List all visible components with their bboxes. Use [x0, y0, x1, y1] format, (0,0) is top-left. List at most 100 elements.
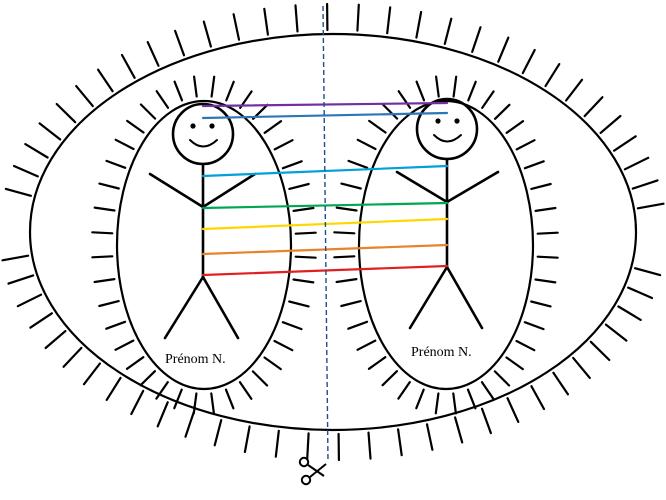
aura-ray	[467, 80, 477, 102]
aura-ray	[356, 339, 377, 351]
aura-ray	[156, 401, 169, 428]
aura-ray	[452, 75, 458, 98]
aura-ray	[583, 96, 604, 118]
aura-ray	[415, 10, 423, 39]
aura-ray	[82, 362, 102, 386]
aura-ray	[75, 84, 94, 108]
aura-ray	[139, 370, 156, 387]
aura-ray	[347, 159, 369, 169]
aura-ray	[381, 103, 399, 120]
aura-ray	[443, 17, 453, 46]
right-arm	[445, 170, 500, 204]
aura-ray	[530, 385, 546, 411]
aura-ray	[224, 388, 235, 410]
left-stick-figure	[148, 102, 257, 340]
aura-ray	[273, 339, 294, 352]
aura-ray	[114, 138, 135, 151]
aura-ray	[452, 392, 457, 415]
aura-ray	[91, 231, 114, 235]
aura-ray	[292, 278, 315, 284]
aura-ray	[263, 120, 283, 134]
cut-line	[322, 5, 329, 463]
aura-ray	[471, 26, 482, 54]
aura-ray	[536, 231, 559, 235]
cord-green	[201, 201, 449, 210]
aura-ray	[515, 339, 536, 352]
right-smile	[433, 134, 462, 143]
aura-ray	[130, 389, 145, 416]
aura-ray	[415, 80, 426, 102]
aura-ray	[174, 29, 186, 57]
aura-ray	[521, 48, 536, 75]
aura-ray	[481, 90, 495, 110]
aura-ray	[340, 300, 362, 308]
right-leg	[408, 265, 449, 330]
aura-ray	[627, 286, 654, 300]
aura-ray	[232, 13, 241, 41]
aura-ray	[16, 293, 43, 308]
aura-ray	[617, 305, 642, 321]
aura-ray	[288, 182, 310, 190]
right-stick-figure	[395, 97, 500, 330]
energy-cords	[201, 101, 449, 277]
aura-ray	[530, 300, 552, 308]
aura-ray	[340, 182, 362, 190]
aura-ray	[210, 392, 215, 415]
outer-aura-ellipse	[28, 32, 638, 432]
aura-ray	[114, 339, 135, 351]
aura-ray	[434, 392, 440, 415]
aura-ray	[536, 255, 559, 259]
aura-ray	[155, 90, 170, 109]
aura-ray	[589, 340, 611, 362]
aura-ray	[335, 206, 358, 212]
aura-ray	[294, 231, 317, 235]
right-name-label: Prénom N.	[411, 345, 472, 360]
aura-ray	[347, 320, 369, 330]
aura-ray	[281, 160, 303, 170]
right-aura-ellipse	[357, 99, 535, 391]
aura-ray	[636, 202, 665, 210]
aura-ray	[55, 102, 77, 124]
aura-ray	[98, 182, 120, 190]
aura-ray	[497, 36, 510, 63]
aura-ray	[397, 381, 411, 400]
aura-ray	[356, 3, 360, 32]
aura-ray	[415, 388, 425, 410]
aura-ray	[44, 330, 67, 350]
aura-ray	[225, 80, 235, 102]
aura-ray	[572, 356, 591, 379]
aura-ray	[126, 119, 145, 134]
aura-ray	[4, 187, 32, 197]
aura-ray	[480, 381, 495, 400]
cord-violet	[201, 101, 449, 108]
left-leg	[163, 275, 205, 340]
aura-ray	[173, 80, 184, 102]
aura-ray	[564, 78, 584, 102]
aura-ray	[505, 120, 525, 134]
aura-ray	[368, 119, 387, 134]
cord-blue	[201, 164, 449, 178]
aura-ray	[105, 376, 122, 401]
aura-ray	[12, 164, 39, 178]
aura-ray	[599, 114, 622, 134]
aura-ray	[288, 300, 310, 308]
aura-ray	[604, 323, 628, 342]
aura-ray	[7, 274, 35, 285]
right-eye	[435, 118, 441, 124]
aura-ray	[466, 388, 477, 410]
cord-red	[201, 264, 449, 277]
aura-ray	[552, 371, 570, 396]
aura-ray	[435, 75, 440, 98]
aura-ray	[281, 321, 303, 331]
aura-ray	[335, 278, 358, 284]
aura-ray	[173, 388, 183, 410]
aura-ray	[238, 381, 253, 400]
aura-ray	[213, 419, 223, 447]
aura-ray	[274, 429, 280, 458]
right-leg	[445, 265, 484, 330]
aura-ray	[292, 206, 315, 212]
right-aura-rays	[333, 75, 559, 415]
aura-ray	[623, 156, 650, 171]
